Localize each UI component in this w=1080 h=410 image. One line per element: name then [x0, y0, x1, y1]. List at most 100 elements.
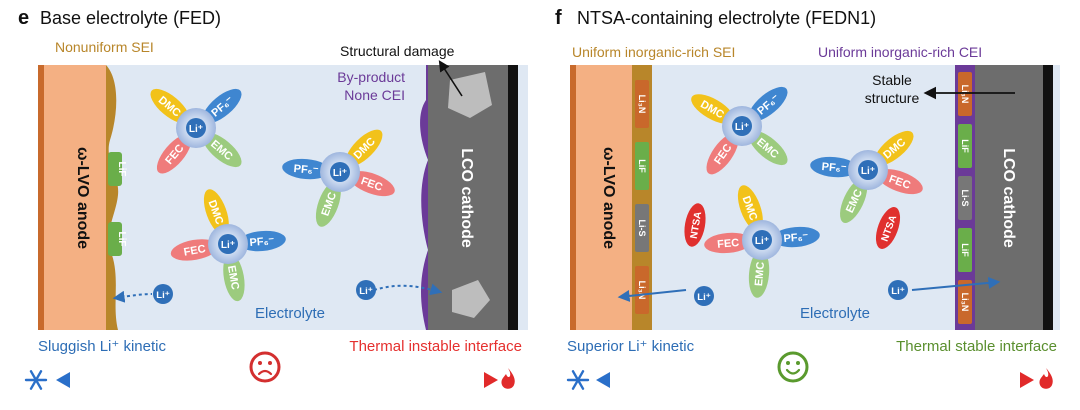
ion-path-f-2 — [911, 276, 1001, 291]
ligand-label: PF₆⁻ — [783, 231, 809, 245]
bar-arrow-right-e — [484, 372, 498, 388]
interphase-block — [635, 266, 649, 314]
smile-face-icon — [777, 351, 809, 383]
free-li-ion — [694, 286, 714, 306]
interphase-block-label: LiF — [960, 139, 970, 153]
sei-label-e: Nonuniform SEI — [55, 39, 154, 55]
interface-label-e: Thermal instable interface — [349, 338, 522, 355]
interphase-block-label: Li₃N — [960, 293, 970, 312]
bar-arrow-left-f — [596, 372, 610, 388]
ntsa-additive — [875, 207, 901, 249]
ntsa-additive — [684, 203, 706, 247]
free-ions-e: Li⁺ Li⁺ — [153, 280, 376, 304]
stable-label-f-2: structure — [865, 90, 920, 106]
sei-block-label-e-1: LiF — [116, 162, 127, 177]
ligand-emc — [840, 178, 868, 223]
sei-blocks-f: Li₃N LiF Li-S Li₃N — [635, 80, 649, 314]
interface-label-f: Thermal stable interface — [896, 338, 1057, 355]
ligand-fec — [704, 232, 753, 254]
kinetic-label-e: Sluggish Li⁺ kinetic — [38, 338, 166, 355]
ligand-emc — [748, 249, 770, 298]
ligand-emc — [748, 130, 788, 166]
panel-e: e Base electrolyte (FED) LiF LiF ω-LVO a… — [18, 7, 528, 390]
free-li-ion-label: Li⁺ — [156, 290, 169, 301]
ligand-dmc — [345, 129, 383, 167]
anode-current-collector-f — [570, 65, 576, 330]
interphase-block-label: Li₃N — [960, 85, 970, 104]
li-ion-core — [330, 162, 350, 182]
ligand-label: FEC — [183, 243, 207, 259]
li-ion-core — [186, 118, 206, 138]
byproduct-label-e-2: None CEI — [344, 87, 405, 103]
byproduct-label-e-1: By-product — [337, 69, 405, 85]
ntsa-label: NTSA — [689, 211, 705, 240]
kinetic-label-f: Superior Li⁺ kinetic — [567, 338, 695, 355]
interphase-block — [635, 80, 649, 128]
damage-fragment-e-1 — [448, 72, 492, 118]
interphase-block-label: Li-S — [960, 190, 970, 207]
bar-arrow-left-e — [56, 372, 70, 388]
ligand-fec — [156, 134, 192, 174]
free-li-ion — [888, 280, 908, 300]
interphase-block — [958, 124, 972, 168]
ligand-emc — [315, 181, 341, 227]
interphase-block — [958, 228, 972, 272]
ligand-pf — [237, 230, 286, 252]
free-li-ion — [153, 284, 173, 304]
ligand-pf — [202, 88, 242, 124]
sei-block-label-e-2: LiF — [116, 232, 127, 247]
panel-f: f NTSA-containing electrolyte (FEDN1) Li… — [555, 7, 1060, 390]
damage-arrow-e — [438, 60, 463, 97]
ligand-label: EMC — [225, 265, 241, 291]
ion-path-f-1 — [617, 289, 687, 302]
ligand-pf — [748, 86, 788, 122]
ion-path-e-1 — [112, 290, 153, 303]
ligand-fec — [706, 133, 739, 175]
interphase-block-label: Li₃N — [637, 95, 647, 114]
ligand-label: PF₆⁻ — [293, 163, 319, 177]
cei-label-f: Uniform inorganic-rich CEI — [818, 44, 982, 60]
interphase-block — [635, 142, 649, 190]
ligand-pf — [282, 158, 331, 180]
interphase-block — [958, 176, 972, 220]
snowflake-icon — [566, 370, 590, 390]
interphase-block — [958, 72, 972, 116]
li-ion-core — [732, 116, 752, 136]
electrolyte-label-e: Electrolyte — [255, 305, 325, 322]
ligand-pf — [771, 226, 820, 248]
cathode-current-collector-f — [1043, 65, 1053, 330]
ligand-fec — [170, 239, 219, 261]
stable-label-f-1: Stable — [872, 72, 912, 88]
li-ion-label: Li⁺ — [735, 122, 749, 133]
free-li-ion-label: Li⁺ — [359, 286, 372, 297]
electrolyte-label-f: Electrolyte — [800, 305, 870, 322]
li-ion-core — [858, 160, 878, 180]
ligand-emc — [202, 132, 242, 168]
panel-letter-e: e — [18, 7, 29, 29]
ion-path-e-2 — [373, 283, 443, 296]
ligand-label: FEC — [717, 237, 740, 251]
interphase-block-label: LiF — [637, 159, 647, 173]
flame-icon — [501, 368, 515, 389]
damage-label-e: Structural damage — [340, 43, 455, 59]
ligand-dmc — [874, 130, 914, 166]
anode-current-collector-e — [38, 65, 44, 330]
free-li-ion — [356, 280, 376, 300]
ligand-emc — [223, 253, 245, 302]
li-ion-label: Li⁺ — [333, 168, 347, 179]
interphase-block-label: Li₃N — [637, 281, 647, 300]
free-li-ion-label: Li⁺ — [697, 292, 710, 303]
ligand-fec — [877, 169, 923, 195]
cathode-label-f: LCO cathode — [1000, 148, 1017, 248]
li-ion-core — [752, 230, 772, 250]
sei-block-e-1 — [108, 152, 122, 186]
interphase-block-label: Li-S — [637, 220, 647, 237]
cathode-label-e: LCO cathode — [458, 148, 475, 248]
sei-block-e-2 — [108, 222, 122, 256]
